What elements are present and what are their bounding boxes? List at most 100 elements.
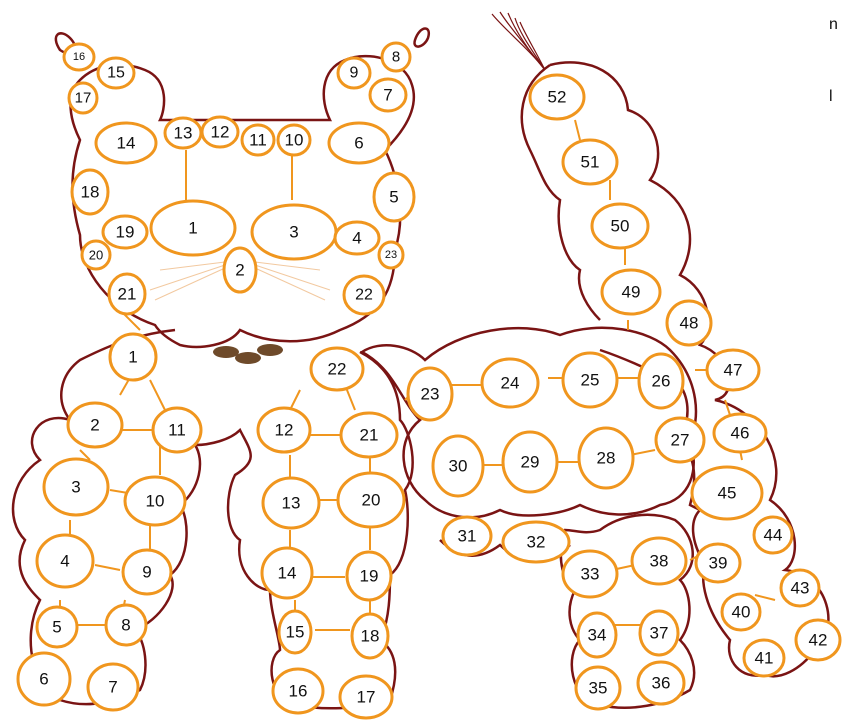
ring-head-11: 11 <box>242 125 274 155</box>
ring-number: 15 <box>107 65 125 82</box>
ring-tail-39: 39 <box>696 544 740 582</box>
ring-tail-47: 47 <box>707 350 759 390</box>
numbered-rings: 1234567891011121314151617181920212223525… <box>18 43 840 718</box>
ring-number: 3 <box>71 478 80 497</box>
ring-number: 1 <box>188 219 197 238</box>
ring-front-leg-left-5: 5 <box>37 607 77 647</box>
ring-tail-38: 38 <box>632 538 686 584</box>
ring-number: 5 <box>52 618 61 637</box>
nose-bead-1 <box>213 346 239 358</box>
ring-number: 31 <box>458 527 477 546</box>
ring-body-24: 24 <box>482 359 538 407</box>
ring-body-25: 25 <box>563 353 617 407</box>
ring-number: 6 <box>354 134 363 153</box>
ring-number: 23 <box>421 385 440 404</box>
ring-number: 26 <box>652 372 671 391</box>
ring-number: 2 <box>90 416 99 435</box>
ring-number: 18 <box>81 183 100 202</box>
ring-front-leg-right-17: 17 <box>340 676 392 718</box>
ring-number: 17 <box>357 688 376 707</box>
ring-head-19: 19 <box>103 216 147 248</box>
ring-front-leg-left-6: 6 <box>18 653 70 705</box>
ring-number: 43 <box>791 579 810 598</box>
ring-number: 29 <box>521 453 540 472</box>
ring-tail-52: 52 <box>530 75 584 119</box>
ring-number: 25 <box>581 371 600 390</box>
ring-front-leg-left-10: 10 <box>125 477 185 525</box>
ring-number: 11 <box>249 131 267 150</box>
ring-number: 8 <box>392 49 400 66</box>
ring-head-21: 21 <box>109 274 145 314</box>
ring-number: 41 <box>755 649 774 668</box>
nose-bead-2 <box>235 352 261 364</box>
ring-number: 45 <box>718 484 737 503</box>
ring-tail-41: 41 <box>744 640 784 676</box>
ring-number: 10 <box>146 492 165 511</box>
ring-number: 6 <box>39 670 48 689</box>
ring-head-12: 12 <box>202 117 238 147</box>
ring-number: 39 <box>709 554 728 573</box>
ring-head-3: 3 <box>252 205 336 259</box>
ring-number: 35 <box>589 679 608 698</box>
ring-head-15: 15 <box>98 58 134 88</box>
ring-tail-50: 50 <box>592 204 648 248</box>
ring-tail-46: 46 <box>714 414 766 452</box>
ring-tail-40: 40 <box>722 594 760 630</box>
ring-number: 9 <box>350 65 359 82</box>
ring-number: 4 <box>60 552 69 571</box>
ring-number: 27 <box>671 431 690 450</box>
ring-number: 11 <box>168 421 186 440</box>
ring-tail-33: 33 <box>563 551 617 597</box>
ring-head-1: 1 <box>151 201 235 255</box>
ring-body-29: 29 <box>503 432 557 492</box>
ring-number: 51 <box>581 153 600 172</box>
ring-body-30: 30 <box>433 436 483 496</box>
ring-head-7: 7 <box>370 79 406 111</box>
ring-front-leg-right-19: 19 <box>347 552 391 600</box>
ring-head-13: 13 <box>165 118 201 148</box>
ring-number: 22 <box>355 287 373 304</box>
ring-number: 7 <box>383 86 392 105</box>
ring-tail-51: 51 <box>563 140 617 184</box>
ring-number: 23 <box>385 249 397 261</box>
ring-number: 16 <box>73 51 85 63</box>
nose-beads <box>213 344 283 364</box>
ring-number: 18 <box>361 627 380 646</box>
ring-number: 49 <box>622 283 641 302</box>
ring-head-5: 5 <box>374 173 414 221</box>
ring-head-10: 10 <box>278 125 310 155</box>
ring-front-leg-left-2: 2 <box>68 403 122 447</box>
ring-number: 13 <box>174 124 193 143</box>
ring-number: 10 <box>285 131 304 150</box>
ring-head-18: 18 <box>72 170 108 214</box>
ring-number: 14 <box>117 134 136 153</box>
ring-front-leg-right-15: 15 <box>279 611 311 653</box>
ring-number: 44 <box>764 526 783 545</box>
ring-front-leg-left-8: 8 <box>106 605 146 645</box>
ring-head-23: 23 <box>379 242 403 268</box>
ring-number: 20 <box>362 491 381 510</box>
ring-number: 30 <box>449 457 468 476</box>
ring-number: 8 <box>121 616 130 635</box>
ring-tail-36: 36 <box>638 662 684 704</box>
ring-head-14: 14 <box>96 123 156 163</box>
ring-front-leg-left-11: 11 <box>153 408 201 452</box>
ring-head-9: 9 <box>338 58 370 88</box>
ring-number: 21 <box>118 285 137 304</box>
ring-tail-44: 44 <box>754 517 792 553</box>
ring-tail-49: 49 <box>602 270 660 314</box>
ring-number: 52 <box>548 88 567 107</box>
ring-head-16: 16 <box>64 44 94 70</box>
ring-number: 13 <box>282 494 301 513</box>
ring-tail-45: 45 <box>692 467 762 519</box>
ring-front-leg-right-20: 20 <box>338 473 404 527</box>
ring-number: 40 <box>732 603 751 622</box>
ring-front-leg-right-18: 18 <box>352 614 388 658</box>
ring-number: 50 <box>611 217 630 236</box>
ring-front-leg-right-16: 16 <box>273 669 323 713</box>
ring-front-leg-left-4: 4 <box>37 535 93 587</box>
ring-body-22: 22 <box>311 348 363 390</box>
ring-number: 16 <box>289 682 308 701</box>
ring-body-32: 32 <box>503 522 569 562</box>
